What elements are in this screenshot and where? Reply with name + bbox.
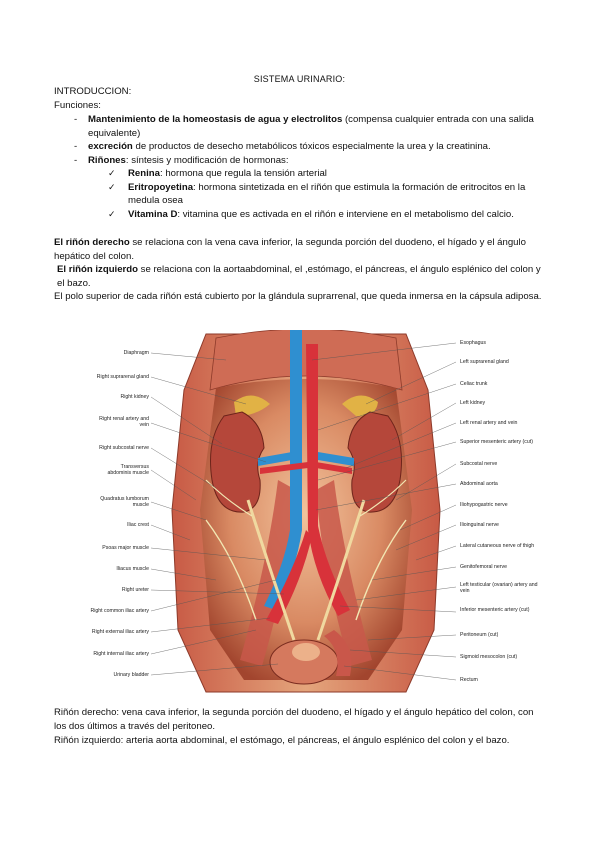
intro-heading: INTRODUCCION: — [54, 86, 132, 97]
kidney-anatomy-figure: Diaphragm Right suprarenal gland Right k… — [56, 328, 556, 702]
label-left-kidney: Left kidney — [460, 400, 486, 406]
label-left-testicular-vessels: Left testicular (ovarian) artery and vei… — [460, 582, 538, 594]
functions-list: Mantenimiento de la homeostasis de agua … — [54, 113, 544, 221]
summary-left-kidney: Riñón izquierdo: arteria aorta abdominal… — [54, 735, 510, 746]
label-superior-mesenteric: Superior mesenteric artery (cut) — [460, 439, 533, 445]
label-left-renal-vessels: Left renal artery and vein — [460, 420, 518, 426]
label-peritoneum: Peritoneum (cut) — [460, 632, 499, 638]
functions-subheading: Funciones: — [54, 100, 101, 111]
label-urinary-bladder: Urinary bladder — [113, 672, 149, 678]
label-left-suprarenal-gland: Left suprarenal gland — [460, 359, 509, 365]
label-right-common-iliac: Right common iliac artery — [90, 608, 149, 614]
page-title: SISTEMA URINARIO: — [253, 74, 346, 84]
left-kidney-relation: El riñón izquierdo se relaciona con la a… — [57, 264, 541, 289]
function-item: Mantenimiento de la homeostasis de agua … — [54, 113, 544, 140]
label-psoas-major: Psoas major muscle — [102, 545, 149, 551]
hormone-item: Vitamina D: vitamina que es activada en … — [88, 208, 544, 222]
label-rectum: Rectum — [460, 677, 478, 683]
anatomy-illustration — [150, 328, 457, 693]
label-ilioinguinal-nerve: Ilioinguinal nerve — [460, 522, 499, 528]
function-item: excreción de productos de desecho metabó… — [54, 140, 544, 154]
label-right-renal-vessels: Right renal artery and vein — [99, 416, 149, 428]
label-genitofemoral-nerve: Genitofemoral nerve — [460, 564, 507, 570]
label-celiac-trunk: Celiac trunk — [460, 381, 488, 387]
label-iliohypogastric-nerve: Iliohypogastric nerve — [460, 502, 508, 508]
label-iliac-crest: Iliac crest — [127, 522, 149, 528]
label-right-ureter: Right ureter — [121, 587, 149, 593]
label-quadratus-lumborum: Quadratus lumborum muscle — [100, 496, 149, 508]
hormone-item: Eritropoyetina: hormona sintetizada en e… — [88, 181, 544, 208]
summary-right-kidney: Riñón derecho: vena cava inferior, la se… — [54, 707, 534, 732]
right-kidney-relation: El riñón derecho se relaciona con la ven… — [54, 237, 526, 262]
label-right-kidney: Right kidney — [120, 394, 149, 400]
label-subcostal-nerve: Subcostal nerve — [460, 461, 498, 467]
upper-pole-text: El polo superior de cada riñón está cubi… — [54, 291, 542, 302]
function-item: Riñones: síntesis y modificación de horm… — [54, 154, 544, 222]
label-lateral-cutaneous-nerve: Lateral cutaneous nerve of thigh — [460, 543, 535, 549]
label-diaphragm: Diaphragm — [123, 350, 149, 356]
label-abdominal-aorta: Abdominal aorta — [460, 481, 498, 487]
label-right-subcostal-nerve: Right subcostal nerve — [99, 445, 149, 451]
label-sigmoid-mesocolon: Sigmoid mesocolon (cut) — [460, 654, 518, 660]
label-esophagus: Esophagus — [460, 340, 486, 346]
label-iliacus: Iliacus muscle — [116, 566, 149, 572]
label-right-internal-iliac: Right internal iliac artery — [93, 651, 149, 657]
hormones-list: Renina: hormona que regula la tensión ar… — [88, 167, 544, 221]
label-inferior-mesenteric: Inferior mesenteric artery (cut) — [460, 607, 530, 613]
label-right-suprarenal-gland: Right suprarenal gland — [96, 374, 149, 380]
label-transversus-abdominis: Transversus abdominis muscle — [107, 464, 149, 476]
hormone-item: Renina: hormona que regula la tensión ar… — [88, 167, 544, 181]
label-right-external-iliac: Right external iliac artery — [91, 629, 149, 635]
